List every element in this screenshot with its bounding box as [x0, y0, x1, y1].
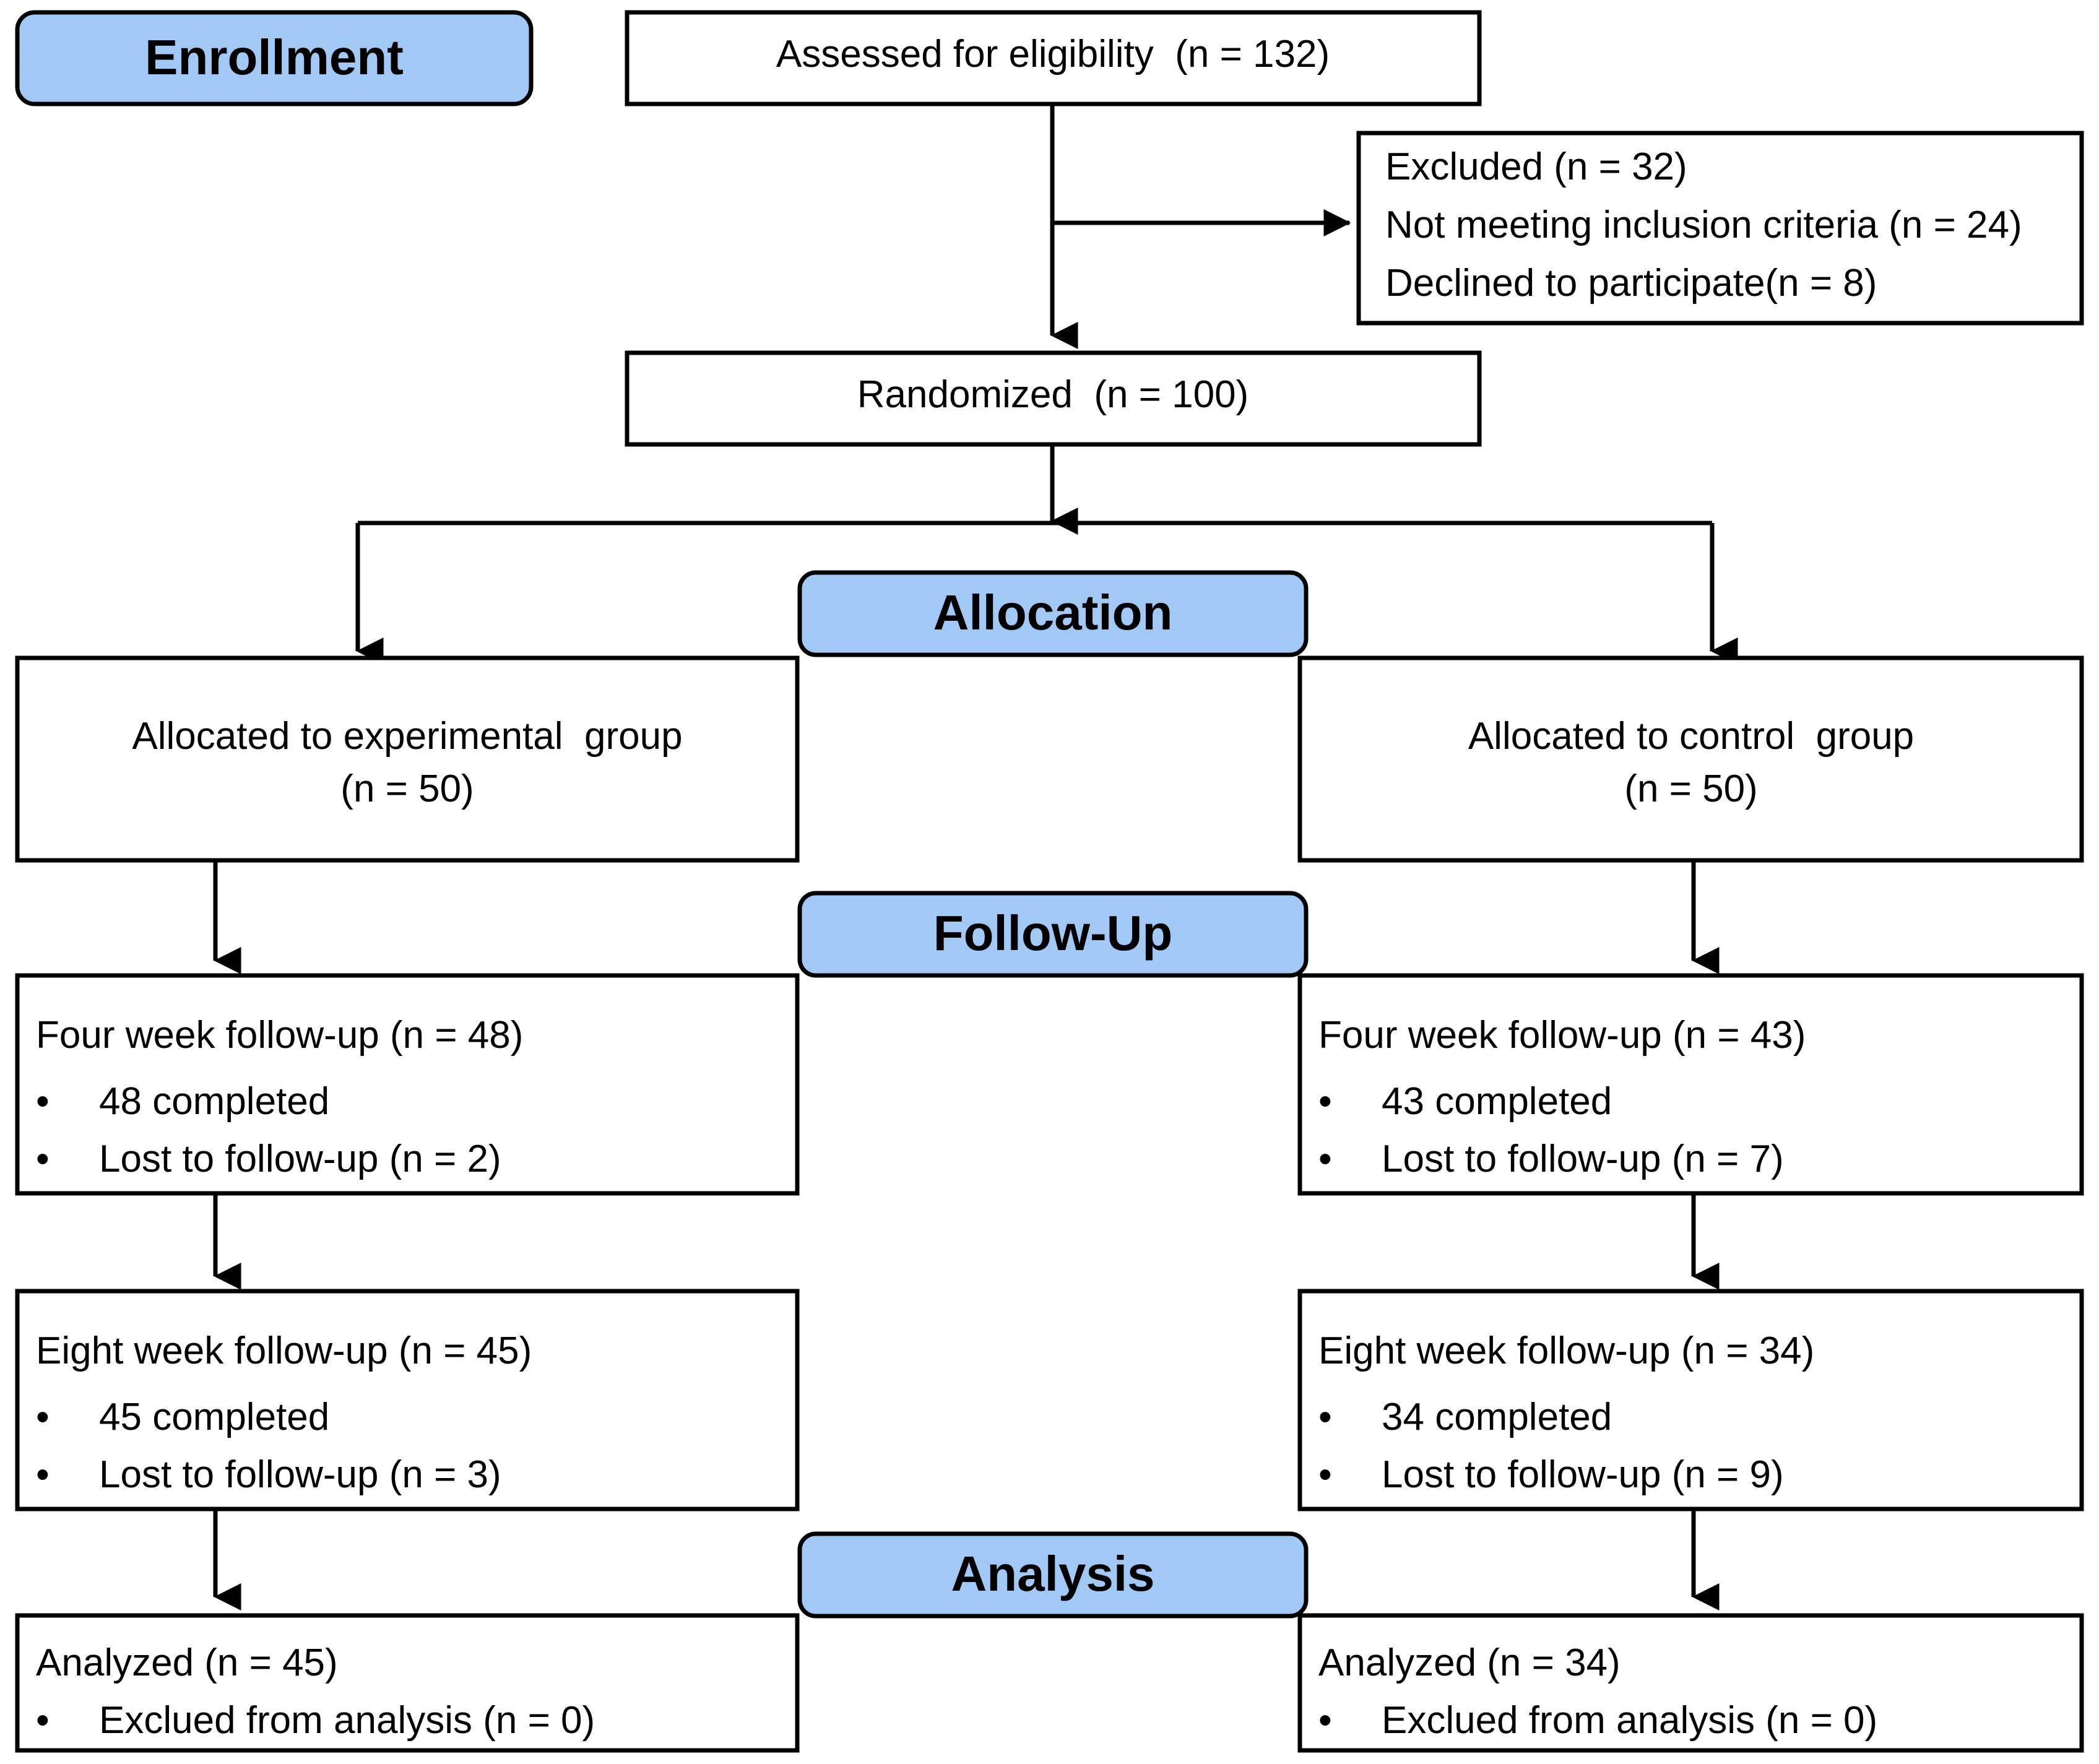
stage-badge-allocation-label: Allocation	[933, 585, 1173, 640]
stage-badge-allocation: Allocation	[797, 570, 1309, 657]
allocated-control-line2-text: (n = 50)	[1624, 767, 1757, 810]
bullet-glyph-icon: •	[36, 1453, 50, 1496]
stage-badge-analysis: Analysis	[797, 1531, 1309, 1619]
bullet-glyph-icon: •	[36, 1080, 50, 1123]
analyzed-control-bullet-1-text: Exclued from analysis (n = 0)	[1382, 1699, 1877, 1742]
box-four-week-experimental: Four week follow-up (n = 48) • 48 comple…	[15, 973, 800, 1196]
randomized-text: Randomized (n = 100)	[857, 373, 1249, 416]
eight-week-experimental-bullet-2-text: Lost to follow-up (n = 3)	[99, 1453, 501, 1496]
four-week-experimental-title-text: Four week follow-up (n = 48)	[36, 1014, 523, 1057]
bullet-glyph-icon: •	[1318, 1453, 1332, 1496]
bullet-glyph-icon: •	[1318, 1080, 1332, 1123]
bullet-glyph-icon: •	[36, 1699, 50, 1742]
four-week-experimental-bullet-2-text: Lost to follow-up (n = 2)	[99, 1138, 501, 1180]
stage-badge-followup-label: Follow-Up	[933, 906, 1173, 961]
allocated-experimental-line2-text: (n = 50)	[340, 767, 474, 810]
stage-badge-followup: Follow-Up	[797, 891, 1309, 978]
box-analyzed-experimental: Analyzed (n = 45) • Exclued from analysi…	[15, 1613, 800, 1753]
analyzed-experimental-bullet-1-text: Exclued from analysis (n = 0)	[99, 1699, 595, 1742]
eight-week-experimental-bullet-1-text: 45 completed	[99, 1396, 329, 1438]
box-eight-week-control: Eight week follow-up (n = 34) • 34 compl…	[1297, 1289, 2084, 1511]
allocated-experimental-line1-text: Allocated to experimental group	[132, 715, 682, 758]
excluded-reason-1-text: Not meeting inclusion criteria (n = 24)	[1385, 204, 2022, 246]
eight-week-control-bullet-2-text: Lost to follow-up (n = 9)	[1382, 1453, 1784, 1496]
four-week-control-title-text: Four week follow-up (n = 43)	[1318, 1014, 1806, 1057]
four-week-control-bullet-1-text: 43 completed	[1382, 1080, 1612, 1123]
bullet-glyph-icon: •	[36, 1138, 50, 1180]
excluded-title-text: Excluded (n = 32)	[1385, 145, 1687, 188]
box-excluded: Excluded (n = 32) Not meeting inclusion …	[1356, 131, 2084, 326]
box-analyzed-control: Analyzed (n = 34) • Exclued from analysi…	[1297, 1613, 2084, 1753]
assessed-for-eligibility-text: Assessed for eligibility (n = 132)	[776, 33, 1330, 76]
stage-badge-enrollment-label: Enrollment	[145, 30, 404, 85]
box-allocated-control: Allocated to control group (n = 50)	[1297, 655, 2084, 863]
box-randomized: Randomized (n = 100)	[625, 350, 1482, 447]
stage-badge-analysis-label: Analysis	[951, 1546, 1154, 1601]
four-week-experimental-bullet-1-text: 48 completed	[99, 1080, 329, 1123]
box-four-week-control: Four week follow-up (n = 43) • 43 comple…	[1297, 973, 2084, 1196]
analyzed-control-title-text: Analyzed (n = 34)	[1318, 1641, 1621, 1684]
box-assessed-for-eligibility: Assessed for eligibility (n = 132)	[625, 10, 1482, 106]
eight-week-experimental-title-text: Eight week follow-up (n = 45)	[36, 1329, 532, 1372]
bullet-glyph-icon: •	[36, 1396, 50, 1438]
eight-week-control-bullet-1-text: 34 completed	[1382, 1396, 1612, 1438]
bullet-glyph-icon: •	[1318, 1699, 1332, 1742]
stage-badge-enrollment: Enrollment	[15, 10, 534, 106]
bullet-glyph-icon: •	[1318, 1138, 1332, 1180]
eight-week-control-title-text: Eight week follow-up (n = 34)	[1318, 1329, 1814, 1372]
box-allocated-experimental: Allocated to experimental group (n = 50)	[15, 655, 800, 863]
analyzed-experimental-title-text: Analyzed (n = 45)	[36, 1641, 338, 1684]
box-eight-week-experimental: Eight week follow-up (n = 45) • 45 compl…	[15, 1289, 800, 1511]
four-week-control-bullet-2-text: Lost to follow-up (n = 7)	[1382, 1138, 1784, 1180]
excluded-reason-2-text: Declined to participate(n = 8)	[1385, 262, 1877, 305]
connector-randomized-split	[355, 444, 1738, 665]
allocated-control-line1-text: Allocated to control group	[1468, 715, 1914, 758]
bullet-glyph-icon: •	[1318, 1396, 1332, 1438]
